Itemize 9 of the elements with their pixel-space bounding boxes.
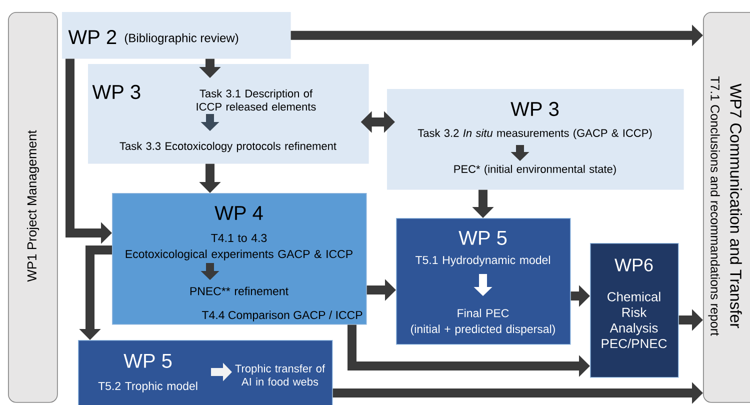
work-package-box: WP 4 T4.1 to 4.3 Ecotoxicological experiments GACP & ICCP PNEC** refinement T4.4 Comparison GACP / ICCP (112, 193, 367, 325)
work-package-box: WP 5 T5.2 Trophic model Trophic transfer of AI in food webs (78, 340, 333, 405)
work-package-box: WP 3 Task 3.2 In situ measurements (GACP & ICCP) PEC* (initial environmental state) (387, 89, 684, 190)
side-panel: WP7 Communication and Transfer T7.1 Conclusions and recommandations report (703, 12, 750, 403)
side-panel: WP1 Project Management (8, 12, 58, 403)
work-package-box: WP6 Chemical Risk Analysis PEC/PNEC (590, 243, 679, 378)
work-package-box: WP 5 T5.1 Hydrodynamic model Final PEC (initial + predicted dispersal) (396, 218, 571, 345)
work-package-box: WP 3 Task 3.1 Description of ICCP released elements Task 3.3 Ecotoxicology protocols refinement (88, 64, 369, 164)
work-package-box: WP 2 (Bibliographic review) (62, 12, 291, 59)
